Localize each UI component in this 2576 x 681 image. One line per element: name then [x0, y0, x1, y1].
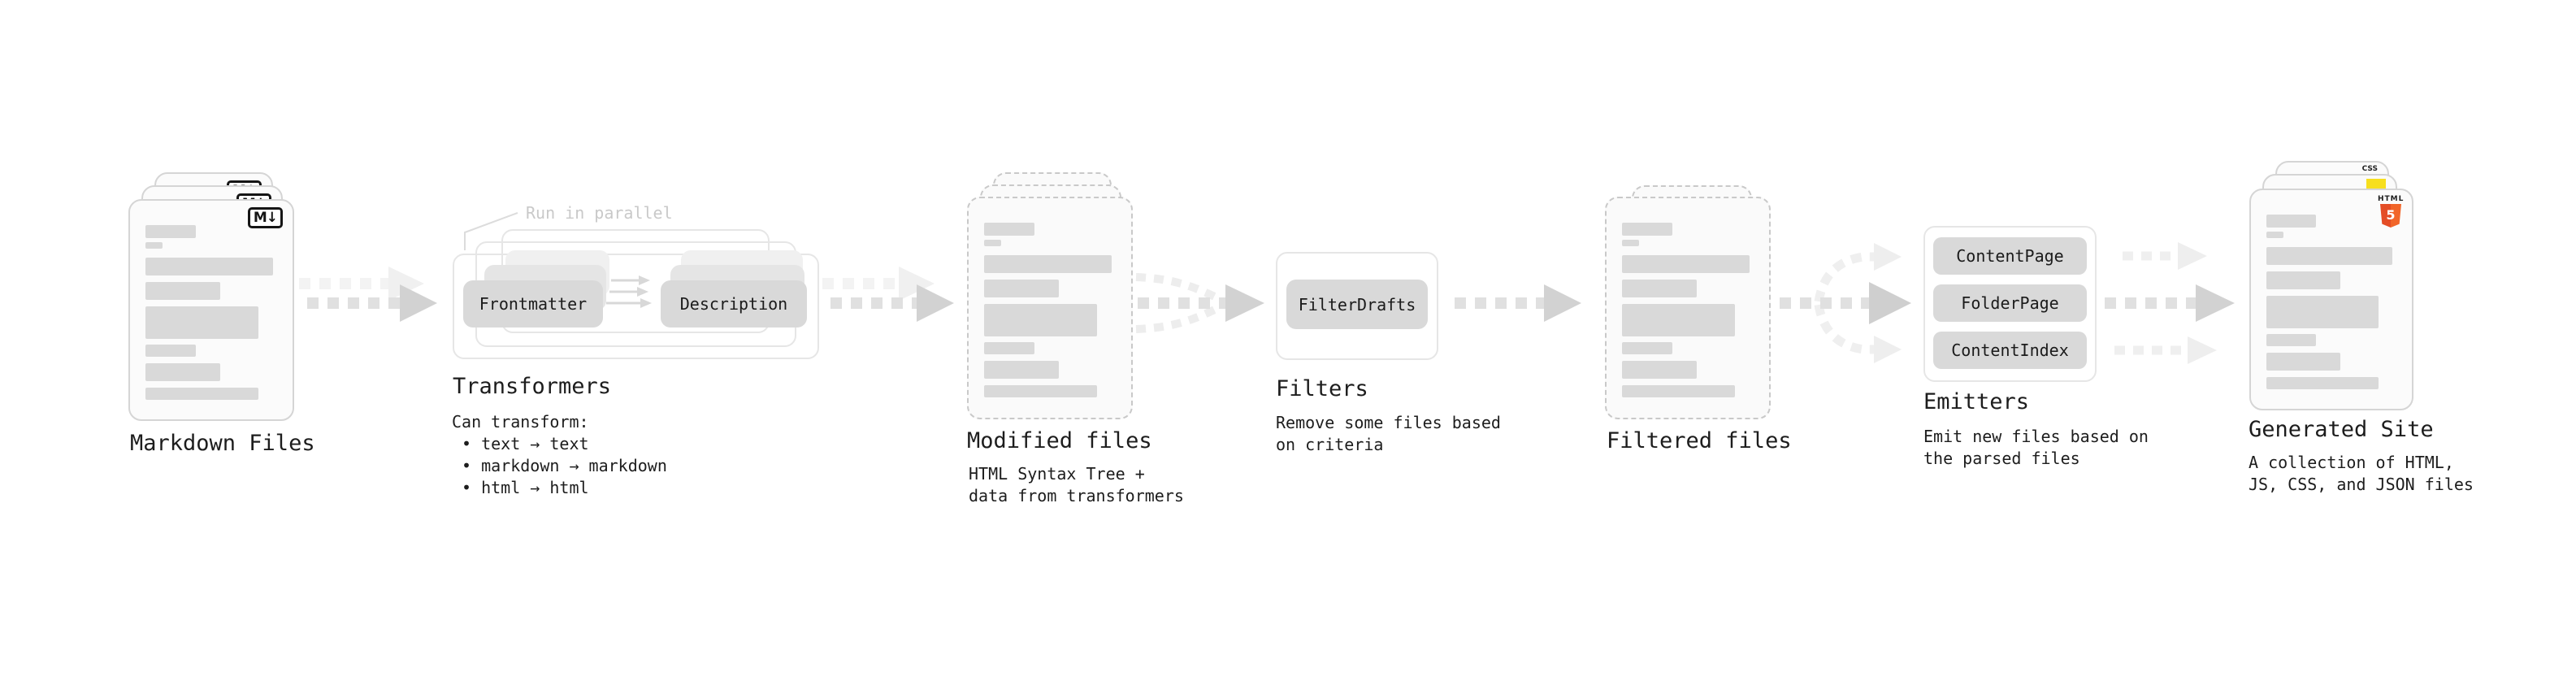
- modified-doc-front: [967, 197, 1133, 419]
- doc-bar: [984, 385, 1098, 397]
- generated-site-description: A collection of HTML, JS, CSS, and JSON …: [2249, 452, 2474, 496]
- transform-bullet: • html → html: [462, 478, 589, 497]
- doc-bar: [145, 225, 196, 238]
- markdown-doc-front: M↓: [128, 199, 294, 421]
- filterdrafts-button: FilterDrafts: [1286, 280, 1428, 329]
- doc-content-bars: [145, 225, 277, 400]
- html5-icon-title: HTML: [2378, 195, 2405, 203]
- site-doc-front: HTML 5: [2249, 189, 2413, 410]
- doc-bar: [984, 361, 1060, 379]
- emitters-desc-line: Emit new files based on: [1923, 427, 2149, 446]
- filtered-files-label: Filtered files: [1607, 428, 1792, 453]
- arrow-transformers-to-modified: [830, 284, 954, 322]
- html5-icon-shield: 5: [2380, 204, 2401, 228]
- doc-bar: [1622, 342, 1672, 354]
- doc-bar: [2266, 377, 2379, 389]
- emitters-heading: Emitters: [1923, 389, 2030, 414]
- doc-bar: [2266, 271, 2341, 289]
- frontmatter-button: Frontmatter: [463, 280, 603, 327]
- transform-bullet: • text → text: [462, 434, 589, 453]
- contentpage-button: ContentPage: [1933, 237, 2087, 275]
- filtered-doc-front: [1605, 197, 1771, 419]
- filters-description: Remove some files based on criteria: [1276, 412, 1501, 456]
- emitters-desc-line: the parsed files: [1923, 449, 2080, 468]
- html5-icon: HTML 5: [2378, 195, 2404, 228]
- filters-desc-line: on criteria: [1276, 435, 1384, 454]
- doc-bar: [2266, 247, 2393, 265]
- arrow-filtered-to-emitters: [1780, 243, 1911, 363]
- doc-bar: [984, 255, 1112, 273]
- markdown-files-label: Markdown Files: [130, 431, 315, 456]
- arrow-emitters-to-site: [2105, 242, 2235, 364]
- doc-bar: [2266, 232, 2283, 238]
- modified-files-description: HTML Syntax Tree + data from transformer…: [969, 463, 1184, 507]
- doc-bar: [984, 223, 1034, 236]
- filters-desc-line: Remove some files based: [1276, 413, 1501, 432]
- modified-desc-line: HTML Syntax Tree +: [969, 464, 1145, 484]
- doc-bar: [1622, 255, 1750, 273]
- modified-files-label: Modified files: [967, 428, 1152, 453]
- doc-bar: [984, 240, 1002, 246]
- arrow-transformers-to-modified-ghost: [822, 267, 935, 301]
- doc-bar: [145, 345, 196, 357]
- folderpage-button: FolderPage: [1933, 284, 2087, 322]
- doc-content-bars: [984, 223, 1116, 397]
- arrow-filters-to-filtered: [1455, 284, 1581, 322]
- arrow-modified-to-filters: [1135, 273, 1264, 333]
- doc-bar: [2266, 215, 2316, 228]
- doc-bar: [984, 304, 1098, 336]
- doc-content-bars: [1622, 223, 1754, 397]
- run-in-parallel-annotation: Run in parallel: [526, 203, 673, 223]
- can-transform-title: Can transform:: [452, 412, 589, 432]
- modified-desc-line: data from transformers: [969, 486, 1184, 505]
- transformers-heading: Transformers: [453, 374, 612, 399]
- doc-bar: [145, 242, 163, 249]
- doc-bar: [145, 282, 221, 300]
- doc-bar: [2266, 334, 2316, 346]
- doc-content-bars: [2266, 215, 2396, 389]
- doc-bar: [145, 306, 259, 339]
- doc-bar: [2266, 296, 2379, 328]
- transformers-description: Can transform: • text → text • markdown …: [452, 411, 667, 499]
- doc-bar: [145, 388, 259, 400]
- markdown-icon: M↓: [247, 207, 283, 228]
- doc-bar: [984, 280, 1060, 297]
- doc-bar: [145, 363, 221, 381]
- site-desc-line: A collection of HTML,: [2249, 453, 2454, 472]
- transform-bullet: • markdown → markdown: [462, 456, 667, 475]
- doc-bar: [984, 342, 1034, 354]
- doc-bar: [145, 258, 274, 275]
- doc-bar: [1622, 304, 1736, 336]
- doc-bar: [1622, 223, 1672, 236]
- doc-bar: [1622, 361, 1698, 379]
- arrow-markdown-to-transformers-ghost: [299, 267, 424, 301]
- contentindex-button: ContentIndex: [1933, 332, 2087, 369]
- generated-site-label: Generated Site: [2249, 417, 2434, 442]
- emitters-description: Emit new files based on the parsed files: [1923, 426, 2149, 470]
- doc-bar: [1622, 385, 1736, 397]
- arrow-markdown-to-transformers: [307, 284, 437, 322]
- description-button: Description: [661, 280, 807, 327]
- javascript-icon: [2366, 179, 2386, 189]
- doc-bar: [1622, 280, 1698, 297]
- filters-heading: Filters: [1276, 376, 1368, 401]
- transformers-frame-front: [453, 254, 819, 359]
- doc-bar: [1622, 240, 1640, 246]
- doc-bar: [2266, 353, 2341, 371]
- site-desc-line: JS, CSS, and JSON files: [2249, 475, 2474, 494]
